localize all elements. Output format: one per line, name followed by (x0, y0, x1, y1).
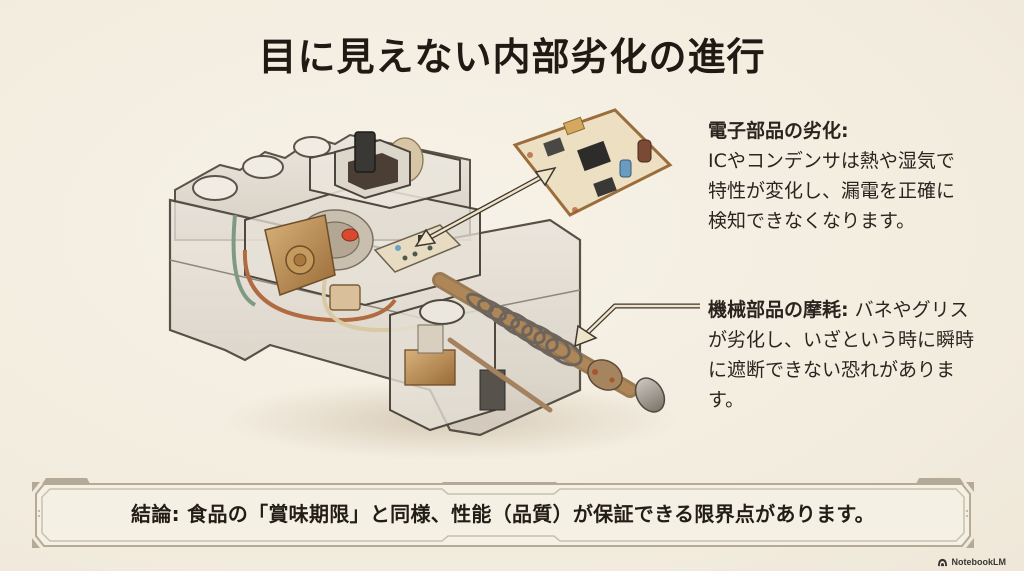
notebooklm-watermark: NotebookLM (937, 557, 1007, 567)
callout-electronic-line: 検知できなくなります。 (708, 210, 916, 232)
callout-mechanical-first-line-rest: バネやグリス (848, 299, 969, 321)
callout-electronic-line: 特性が変化し、漏電を正確に (708, 180, 956, 202)
callout-mechanical-first-line: 機械部品の摩耗: バネやグリス (708, 295, 1008, 325)
notebooklm-logo-icon (937, 558, 947, 566)
banner-frame (32, 478, 974, 548)
callout-electronic-heading: 電子部品の劣化: (708, 120, 849, 142)
callout-mechanical-wear: 機械部品の摩耗: バネやグリス が劣化し、いざという時に瞬時 に遮断できない恐れ… (708, 295, 1008, 415)
slide-title: 目に見えない内部劣化の進行 (258, 35, 766, 79)
watermark-label: NotebookLM (951, 557, 1007, 567)
electrolytic-capacitor-brown (637, 139, 652, 163)
callout-electronic-line: ICやコンデンサは熱や湿気で (708, 150, 955, 172)
breaker-illustration (150, 90, 710, 470)
detached-pcb-closeup (512, 108, 673, 217)
electrolytic-capacitor-blue (619, 159, 632, 178)
callout-mechanical-line: が劣化し、いざという時に瞬時 (708, 329, 975, 351)
toggle-lever (334, 131, 411, 200)
callout-mechanical-line: す。 (708, 389, 745, 411)
callout-mechanical-line: に遮断できない恐れがありま (708, 359, 956, 381)
red-indicator (341, 228, 359, 242)
callout-mechanical-heading: 機械部品の摩耗: (708, 299, 849, 321)
callout-electronic-degradation: 電子部品の劣化: ICやコンデンサは熱や湿気で 特性が変化し、漏電を正確に 検知… (708, 116, 1008, 236)
ic-chip (577, 140, 611, 172)
conclusion-text: 結論: 食品の「賞味期限」と同様、性能（品質）が保証できる限界点があります。 (131, 502, 875, 526)
arrow-electronic (414, 166, 557, 247)
rusted-spring-plunger (432, 272, 666, 413)
front-terminal (389, 293, 506, 432)
arrow-mechanical (574, 303, 700, 348)
rod (447, 337, 553, 413)
conclusion-banner: 結論: 食品の「賞味期限」と同様、性能（品質）が保証できる限界点があります。 (32, 478, 974, 548)
